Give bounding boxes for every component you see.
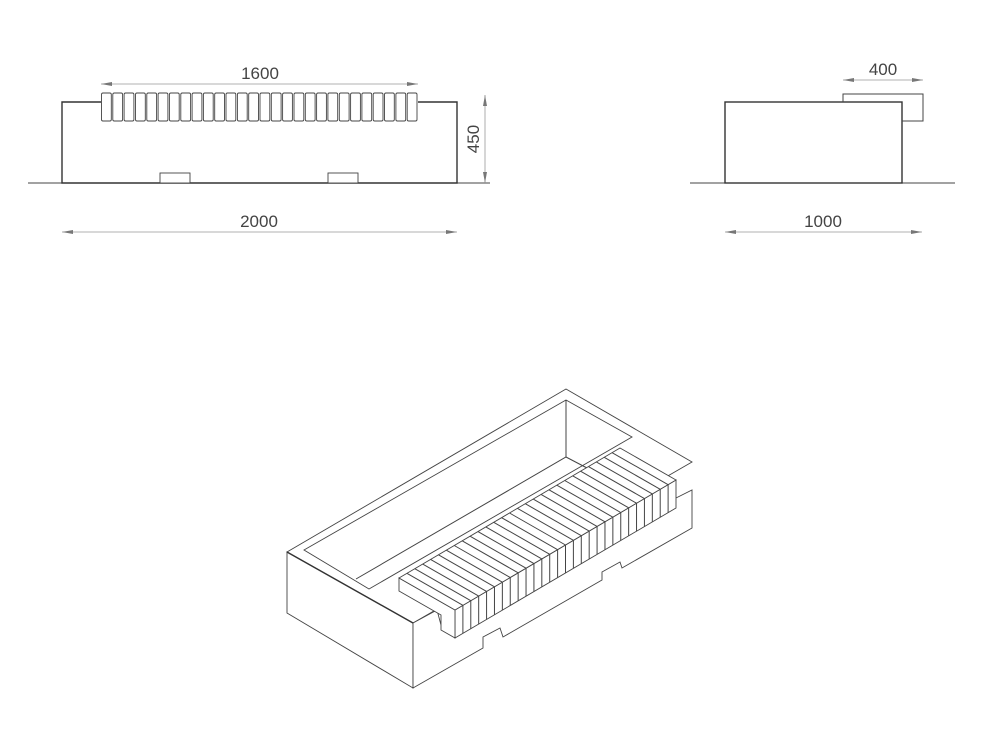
bench-slat xyxy=(135,92,146,122)
bench-slat xyxy=(548,489,606,523)
bench-slat xyxy=(180,92,192,122)
bench-slat xyxy=(469,535,527,569)
bench-slat xyxy=(202,92,214,122)
bench-slat xyxy=(191,92,203,122)
inner-floor-edge xyxy=(355,456,588,580)
inner-opening xyxy=(303,399,633,590)
foot xyxy=(159,172,191,184)
bench-slat xyxy=(564,480,621,513)
dimension-label: 450 xyxy=(464,125,483,153)
planter-outline xyxy=(724,101,903,184)
dimension-label: 1600 xyxy=(241,64,279,83)
bench-slat xyxy=(214,92,225,122)
isometric-view xyxy=(286,388,693,689)
bench-slat xyxy=(146,92,158,122)
bench-slat xyxy=(430,558,487,592)
dimension-1600: 1600 xyxy=(101,64,418,86)
bench-slat xyxy=(485,526,543,560)
bench-slat xyxy=(259,92,271,122)
bench-slat-lines xyxy=(406,452,669,634)
bench-slat xyxy=(282,92,293,122)
bench-slat xyxy=(438,554,495,588)
dimension-400: 400 xyxy=(843,60,923,82)
bench-slat xyxy=(112,92,124,122)
bench-slat xyxy=(446,549,503,583)
bench-slat xyxy=(525,503,582,537)
bench-slat xyxy=(540,493,598,527)
bench-slat xyxy=(350,92,361,122)
bench-slat xyxy=(304,92,316,122)
bench-slat xyxy=(316,92,327,122)
bench-slat xyxy=(157,92,169,122)
bench-slat xyxy=(517,507,574,541)
bench-slat xyxy=(338,92,350,122)
bench-slat xyxy=(603,456,661,490)
bench-slat xyxy=(270,92,282,122)
bench-slat xyxy=(406,572,464,606)
bench-slat xyxy=(236,92,248,122)
planter-outline xyxy=(61,101,458,184)
bench-slat xyxy=(406,92,418,122)
dimension-label: 400 xyxy=(869,60,897,79)
bench-slat xyxy=(395,92,407,122)
bench-slat xyxy=(327,92,339,122)
bench-slat xyxy=(372,92,384,122)
dimension-label: 1000 xyxy=(804,212,842,231)
front-view: 1600 450 2000 xyxy=(28,64,490,234)
bench-slat xyxy=(501,517,558,551)
bench-slat xyxy=(361,92,373,122)
bench-slat xyxy=(572,475,629,509)
bench-slat xyxy=(123,92,135,122)
side-view: 400 1000 xyxy=(690,60,955,234)
bench-profile xyxy=(842,93,924,122)
bench-slats xyxy=(101,92,418,122)
bench-slat xyxy=(556,484,614,518)
bench-slat xyxy=(293,92,305,122)
bench-slat xyxy=(588,466,645,500)
bench-slat xyxy=(101,92,112,122)
bench-slat xyxy=(596,461,653,495)
bench-slat xyxy=(532,498,590,532)
bench-slat xyxy=(414,568,472,602)
bench-slat xyxy=(454,545,511,578)
bench-slat xyxy=(461,540,519,574)
dimension-1000: 1000 xyxy=(725,212,922,234)
dimension-2000: 2000 xyxy=(62,212,457,234)
bench-slat xyxy=(422,563,479,597)
bench-slat xyxy=(384,92,395,122)
bench-slat xyxy=(509,512,566,546)
dimension-450: 450 xyxy=(464,95,487,183)
bench-slat xyxy=(248,92,259,122)
dimension-label: 2000 xyxy=(240,212,278,231)
bench-slat xyxy=(580,470,637,504)
bench-slat xyxy=(225,92,237,122)
bench-slat xyxy=(493,521,550,555)
bench-slat xyxy=(168,92,180,122)
foot xyxy=(327,172,359,184)
bench-slat xyxy=(611,452,669,486)
bench-slat xyxy=(477,531,535,565)
